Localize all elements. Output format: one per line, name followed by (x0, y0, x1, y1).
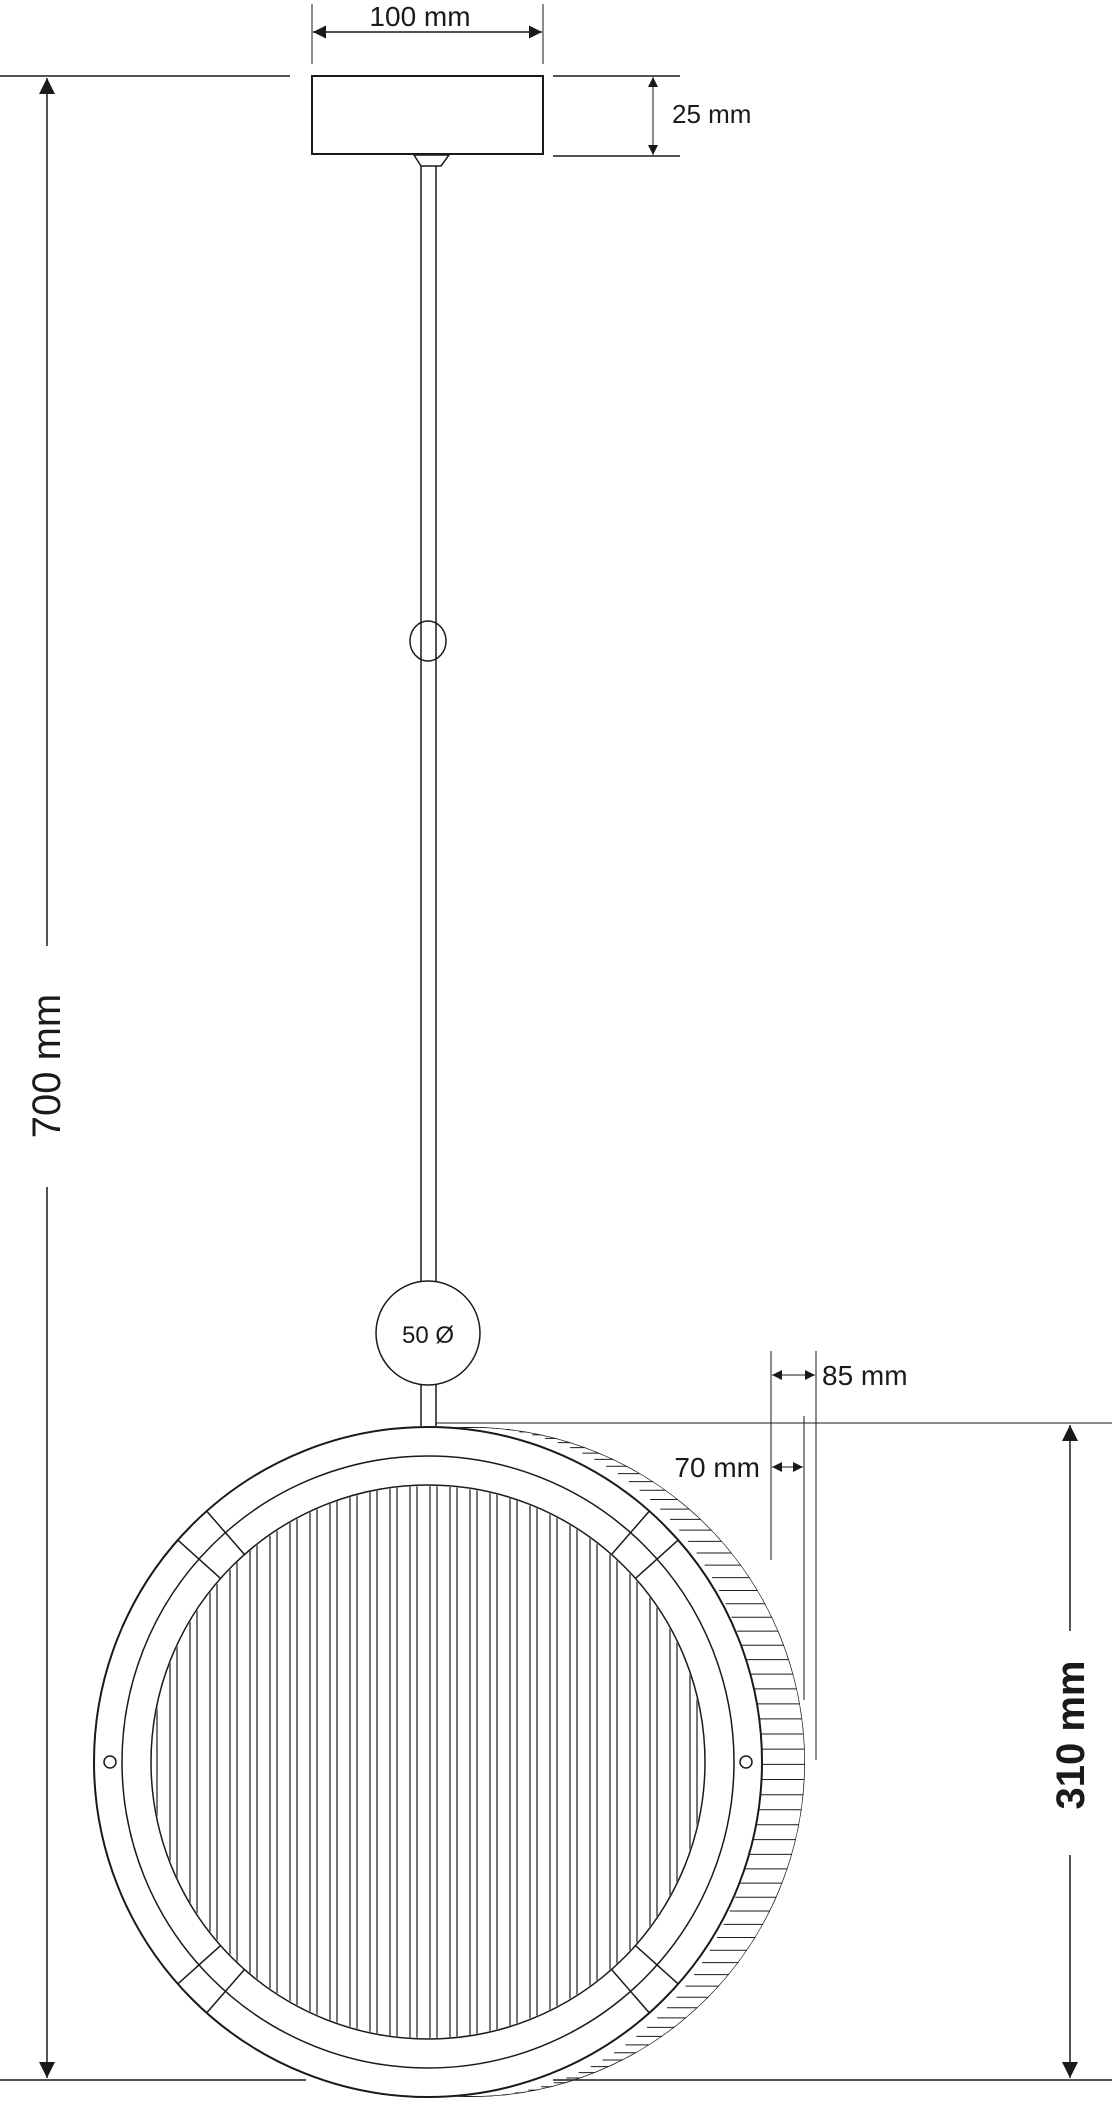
shade-front-ring (93, 1426, 763, 2098)
shade-back-rim (134, 1426, 820, 2098)
shade-height-dimension: 310 mm (1049, 1425, 1093, 2078)
ring-bracket-line (177, 1944, 222, 1985)
small-joint-ball (409, 620, 447, 662)
ring-bracket-line (634, 1539, 679, 1580)
ring-bracket-line (634, 1944, 679, 1985)
shade-height-label: 310 mm (1049, 1661, 1093, 1810)
depth-inner-label: 70 mm (674, 1452, 760, 1483)
depth-outer-label: 85 mm (822, 1360, 908, 1391)
ring-bracket-line (610, 1968, 650, 2014)
total-height-dimension: 700 mm (25, 78, 69, 2078)
screw-right (739, 1755, 753, 1769)
total-height-label: 700 mm (25, 994, 69, 1139)
large-ball (375, 1280, 481, 1386)
suspension-rod (420, 166, 437, 1426)
ring-bracket-line (206, 1510, 246, 1556)
ceiling-canopy (311, 75, 544, 155)
depth-dimensions: 85 mm 70 mm (436, 1351, 1112, 1760)
fluted-glass-lens (156, 1486, 698, 2038)
canopy-width-label: 100 mm (369, 1, 470, 32)
canopy-width-dimension: 100 mm (311, 1, 544, 64)
screw-left (103, 1755, 117, 1769)
ring-bracket-line (177, 1539, 222, 1580)
ring-bracket-line (610, 1510, 650, 1556)
canopy-height-dimension: 25 mm (553, 75, 751, 157)
ring-bracket-line (206, 1968, 246, 2014)
canopy-height-label: 25 mm (672, 99, 751, 129)
canopy-connector (412, 154, 451, 167)
ball-diameter-label: 50 Ø (402, 1322, 454, 1349)
